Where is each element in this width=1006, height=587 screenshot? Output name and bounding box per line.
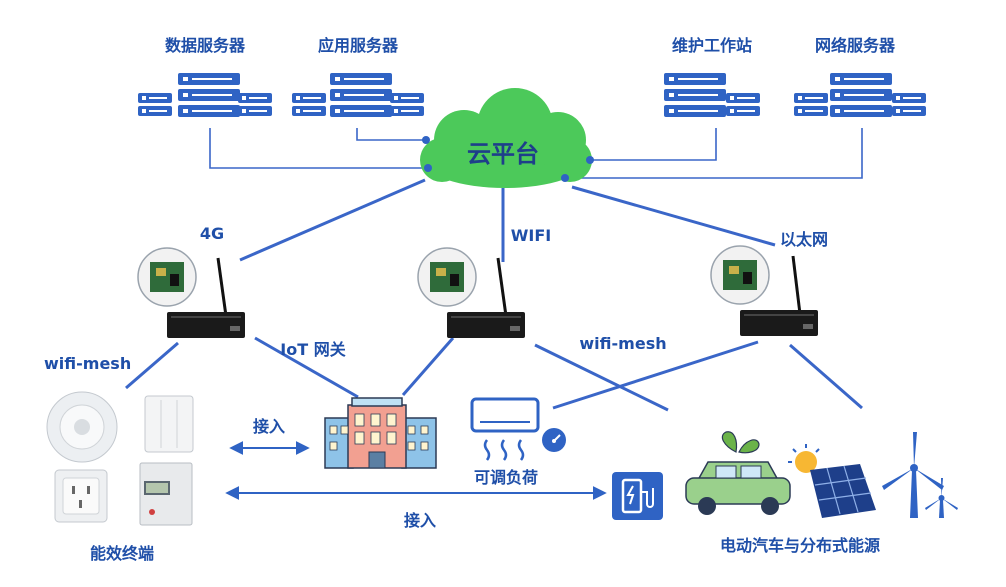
building-icon (324, 397, 437, 469)
electric-car-icon (685, 431, 791, 515)
maintenance-station-icon (664, 73, 760, 117)
line-gw3-load (552, 340, 759, 410)
line-app-server (356, 128, 426, 141)
maintenance-station-label: 维护工作站 (671, 36, 753, 55)
line-gw2-building (401, 337, 455, 396)
solar-panel-icon (788, 444, 876, 518)
wind-turbine-icon (882, 432, 958, 518)
cloud-connector-dots (422, 136, 594, 182)
access-upper-label: 接入 (252, 417, 286, 436)
wall-switch-icon (144, 395, 194, 453)
wifi-mesh-left-label: wifi-mesh (44, 354, 132, 373)
link-4g-label: 4G (199, 224, 225, 243)
iot-gateway-2 (417, 247, 525, 338)
sensor-icon (46, 391, 118, 463)
line-gw2-ev (534, 343, 669, 412)
line-gw1-terminal (125, 341, 179, 390)
line-data-server (209, 128, 428, 169)
adjustable-load-label: 可调负荷 (473, 468, 539, 487)
connection-lines (125, 128, 863, 412)
access-lower-label: 接入 (403, 511, 437, 530)
data-server-icon (138, 73, 272, 117)
app-server-label: 应用服务器 (317, 36, 399, 55)
cloud-label: 云平台 (467, 140, 539, 168)
iot-gateway-label: IoT 网关 (280, 340, 346, 359)
energy-meter-icon (139, 462, 193, 526)
link-wifi-label: WIFI (510, 226, 552, 245)
gauge-icon (542, 428, 566, 452)
charging-station-icon (612, 472, 663, 520)
line-gw1-building (254, 336, 359, 399)
wifi-mesh-right-label: wifi-mesh (579, 334, 667, 353)
air-conditioner-icon (470, 397, 540, 461)
energy-terminal-label: 能效终端 (89, 544, 155, 563)
cloud-icon (420, 88, 592, 188)
line-4g (239, 178, 426, 262)
line-net-server (565, 128, 863, 179)
iot-gateway-1 (137, 247, 245, 338)
ev-energy-label: 电动汽车与分布式能源 (719, 536, 881, 555)
link-ethernet-label: 以太网 (779, 230, 829, 249)
network-server-label: 网络服务器 (814, 36, 896, 55)
line-gw3-energy (789, 343, 863, 410)
wall-socket-icon (54, 469, 108, 523)
data-server-label: 数据服务器 (164, 36, 246, 55)
iot-gateway-3 (710, 245, 818, 336)
line-ethernet (571, 185, 776, 247)
app-server-icon (292, 73, 424, 117)
line-maint-station (590, 128, 717, 161)
network-server-icon (794, 73, 926, 117)
